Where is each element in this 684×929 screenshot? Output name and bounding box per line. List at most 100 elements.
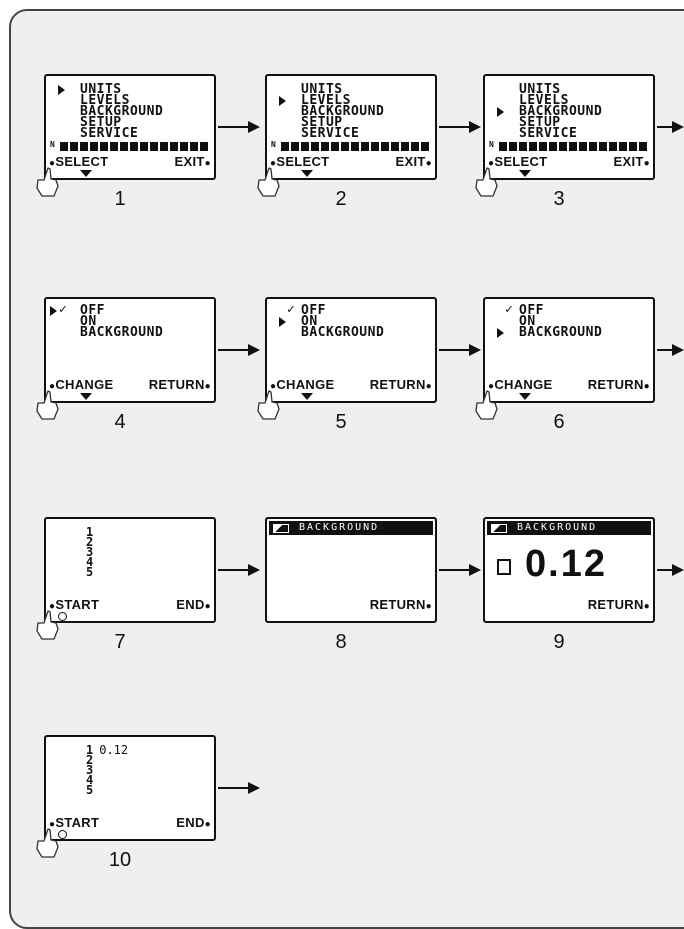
left-softkey-label: SELECT	[55, 154, 109, 169]
right-softkey-label: RETURN	[587, 377, 644, 392]
right-softkey[interactable]: END●	[176, 597, 211, 612]
level-bar	[60, 142, 210, 151]
down-arrow-icon	[80, 393, 92, 400]
left-softkey-label: CHANGE	[494, 377, 553, 392]
softkey-dot-icon: ●	[488, 158, 495, 169]
step-number: 6	[553, 411, 565, 433]
right-softkey[interactable]: EXIT●	[396, 154, 432, 169]
menu-item: UNITS	[519, 82, 561, 97]
right-softkey[interactable]: RETURN●	[370, 597, 432, 612]
menu-item: ON	[519, 314, 536, 329]
menu-item: BACKGROUND	[301, 325, 385, 340]
menu-item: OFF	[301, 303, 326, 318]
screen-title: BACKGROUND	[269, 521, 433, 535]
finger-press-icon	[257, 390, 280, 420]
menu-item: SERVICE	[519, 126, 578, 141]
check-mark-icon: ✓	[505, 302, 513, 317]
arrow-head-icon	[469, 121, 481, 133]
left-softkey[interactable]: ●START	[49, 815, 99, 830]
reading-row: 5	[86, 565, 94, 579]
arrow-head-icon	[248, 344, 260, 356]
right-arrow-icon	[218, 126, 248, 128]
softkey-dot-icon: ●	[49, 158, 56, 169]
reading-index: 1	[86, 743, 94, 757]
menu-item: OFF	[80, 303, 105, 318]
status-circle-icon	[58, 830, 67, 839]
level-bar	[499, 142, 649, 151]
step-number: 1	[114, 188, 126, 210]
right-arrow-icon	[218, 349, 248, 351]
right-softkey[interactable]: RETURN●	[370, 377, 432, 392]
menu-item: BACKGROUND	[80, 325, 164, 340]
right-arrow-icon	[657, 569, 672, 571]
step-number: 9	[553, 631, 565, 653]
menu-item: OFF	[519, 303, 544, 318]
softkey-dot-icon: ●	[270, 381, 277, 392]
step-number: 3	[553, 188, 565, 210]
menu-item: ON	[80, 314, 97, 329]
bar-label: N	[489, 140, 494, 149]
right-softkey[interactable]: EXIT●	[175, 154, 211, 169]
softkey-dot-icon: ●	[270, 158, 277, 169]
arrow-head-icon	[469, 344, 481, 356]
menu-item: SERVICE	[301, 126, 360, 141]
left-softkey[interactable]: ●START	[49, 597, 99, 612]
menu-item: LEVELS	[519, 93, 569, 108]
left-softkey[interactable]: ●CHANGE	[49, 377, 113, 392]
right-softkey[interactable]: RETURN●	[588, 377, 650, 392]
bar-label: N	[50, 140, 55, 149]
left-softkey[interactable]: ●SELECT	[49, 154, 108, 169]
finger-press-icon	[36, 390, 59, 420]
arrow-head-icon	[248, 121, 260, 133]
softkey-dot-icon: ●	[49, 381, 56, 392]
reading-index: 2	[86, 535, 94, 549]
right-softkey[interactable]: EXIT●	[614, 154, 650, 169]
menu-item: BACKGROUND	[80, 104, 164, 119]
right-softkey[interactable]: END●	[176, 815, 211, 830]
left-softkey[interactable]: ●SELECT	[488, 154, 547, 169]
arrow-head-icon	[469, 564, 481, 576]
right-softkey-label: EXIT	[395, 154, 426, 169]
softkey-dot-icon: ●	[49, 819, 56, 830]
menu-item: UNITS	[80, 82, 122, 97]
softkey-dot-icon: ●	[425, 601, 432, 612]
selection-cursor-icon	[279, 96, 286, 106]
selection-cursor-icon	[58, 85, 65, 95]
reading-index: 5	[86, 565, 94, 579]
left-softkey[interactable]: ●SELECT	[270, 154, 329, 169]
reading-row: 4	[86, 774, 128, 786]
battery-icon	[273, 524, 289, 533]
left-softkey-label: SELECT	[494, 154, 548, 169]
right-softkey-label: EXIT	[174, 154, 205, 169]
right-softkey[interactable]: RETURN●	[588, 597, 650, 612]
softkey-dot-icon: ●	[643, 601, 650, 612]
softkey-dot-icon: ●	[425, 158, 432, 169]
left-softkey[interactable]: ●CHANGE	[488, 377, 552, 392]
finger-press-icon	[36, 167, 59, 197]
right-softkey[interactable]: RETURN●	[149, 377, 211, 392]
right-softkey-label: RETURN	[369, 597, 426, 612]
right-softkey-label: EXIT	[613, 154, 644, 169]
menu-item: BACKGROUND	[519, 325, 603, 340]
measurement-value: 0.12	[525, 543, 607, 585]
battery-icon	[491, 524, 507, 533]
reading-row: 4	[86, 556, 93, 568]
reading-value: 0.12	[99, 743, 129, 757]
check-mark-icon: ✓	[59, 302, 67, 317]
softkey-dot-icon: ●	[488, 381, 495, 392]
arrow-head-icon	[672, 564, 684, 576]
left-softkey-label: SELECT	[276, 154, 330, 169]
screen-title-text: BACKGROUND	[517, 522, 598, 533]
level-bar	[281, 142, 431, 151]
bar-label: N	[271, 140, 276, 149]
left-softkey[interactable]: ●CHANGE	[270, 377, 334, 392]
reading-row: 3	[86, 546, 93, 558]
selection-cursor-icon	[50, 306, 57, 316]
reading-row: 2	[86, 535, 94, 549]
right-arrow-icon	[657, 349, 672, 351]
reading-index: 2	[86, 753, 94, 767]
right-arrow-icon	[439, 126, 469, 128]
menu-item: BACKGROUND	[519, 104, 603, 119]
